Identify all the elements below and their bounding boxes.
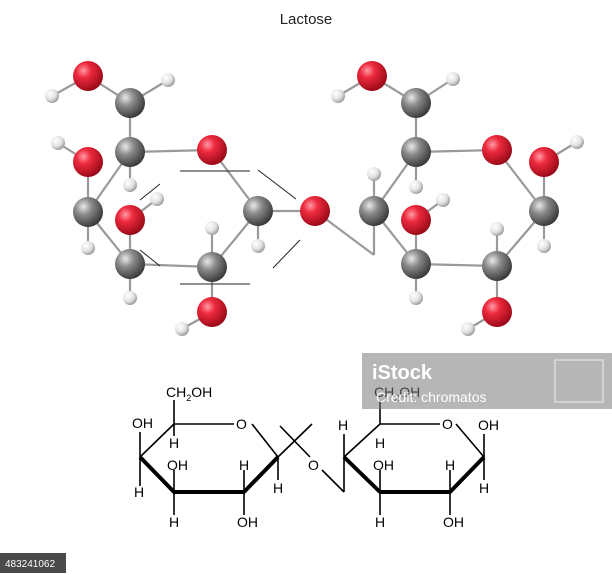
glycosidic-bond: O xyxy=(279,425,345,493)
carbon-atom xyxy=(115,88,145,118)
hydrogen-atom xyxy=(123,291,137,305)
hydrogen-atom xyxy=(331,89,345,103)
right-h-c2-label: H xyxy=(445,457,455,473)
hydrogen-atom xyxy=(81,241,95,255)
hydrogen-atom xyxy=(161,73,175,87)
carbon-atom xyxy=(482,251,512,281)
hydrogen-atom xyxy=(409,180,423,194)
oxygen-atom xyxy=(401,205,431,235)
watermark-box xyxy=(554,359,604,403)
oxygen-atom xyxy=(529,147,559,177)
hydrogen-atom xyxy=(570,135,584,149)
oxygen-atom xyxy=(197,135,227,165)
image-id-text: 483241062 xyxy=(5,559,55,570)
oxygen-atom xyxy=(115,205,145,235)
left-oh-c2-label: OH xyxy=(237,514,258,530)
oxygen-atom xyxy=(73,147,103,177)
hydrogen-atom xyxy=(205,221,219,235)
carbon-atom xyxy=(73,197,103,227)
right-h-c4-label: H xyxy=(338,417,348,433)
hydrogen-atom xyxy=(446,72,460,86)
carbon-atom xyxy=(401,88,431,118)
structural-formula: CH2OH O OH H H OH H H H OH H O xyxy=(132,384,499,530)
perspective-lines xyxy=(139,169,301,285)
hydrogen-atom xyxy=(367,167,381,181)
hydrogen-atom xyxy=(175,322,189,336)
glycosidic-oxygen-label: O xyxy=(308,457,319,473)
diagram-title: Lactose xyxy=(280,11,333,28)
hydrogen-atom xyxy=(51,136,65,150)
hydrogen-atom xyxy=(490,222,504,236)
model-atoms xyxy=(45,61,584,336)
carbon-atom xyxy=(243,196,273,226)
watermark-logo: iStock xyxy=(372,362,433,384)
carbon-atom xyxy=(115,249,145,279)
ball-and-stick-model xyxy=(45,61,584,336)
watermark-credit: Credit: chromatos xyxy=(376,389,486,405)
left-h-c1-label: H xyxy=(273,480,283,496)
carbon-atom xyxy=(401,249,431,279)
right-oh-c3-label: OH xyxy=(373,457,394,473)
left-ring-oxygen-label: O xyxy=(236,416,247,432)
hydrogen-atom xyxy=(45,89,59,103)
left-h-c5-label: H xyxy=(169,435,179,451)
right-h-c5-label: H xyxy=(375,435,385,451)
carbon-atom xyxy=(115,137,145,167)
oxygen-atom xyxy=(197,297,227,327)
oxygen-atom xyxy=(357,61,387,91)
left-h-c4-label: H xyxy=(134,484,144,500)
left-oh-c4-label: OH xyxy=(132,415,153,431)
hydrogen-atom xyxy=(150,192,164,206)
left-ring: CH2OH O OH H H OH H H H OH H xyxy=(132,384,313,530)
right-oh-c1-label: OH xyxy=(478,417,499,433)
right-h-c3-label: H xyxy=(375,514,385,530)
hydrogen-atom xyxy=(461,322,475,336)
left-h-c3-label: H xyxy=(169,514,179,530)
carbon-atom xyxy=(401,137,431,167)
watermark-band xyxy=(362,353,612,409)
left-oh-c3-label: OH xyxy=(167,457,188,473)
hydrogen-atom xyxy=(123,178,137,192)
carbon-atom xyxy=(197,252,227,282)
oxygen-atom xyxy=(300,196,330,226)
carbon-atom xyxy=(529,196,559,226)
left-h-c2-label: H xyxy=(239,457,249,473)
hydrogen-atom xyxy=(251,239,265,253)
image-id-badge: 483241062 xyxy=(0,553,66,573)
right-h-c1-label: H xyxy=(479,480,489,496)
watermark: iStock Credit: chromatos xyxy=(362,353,612,409)
right-oh-c2-label: OH xyxy=(443,514,464,530)
left-ch2oh-label: CH2OH xyxy=(166,384,212,403)
hydrogen-atom xyxy=(537,239,551,253)
oxygen-atom xyxy=(73,61,103,91)
oxygen-atom xyxy=(482,297,512,327)
hydrogen-atom xyxy=(409,291,423,305)
carbon-atom xyxy=(359,196,389,226)
hydrogen-atom xyxy=(436,193,450,207)
image-id-background xyxy=(0,553,66,573)
oxygen-atom xyxy=(482,135,512,165)
right-ring-oxygen-label: O xyxy=(442,416,453,432)
